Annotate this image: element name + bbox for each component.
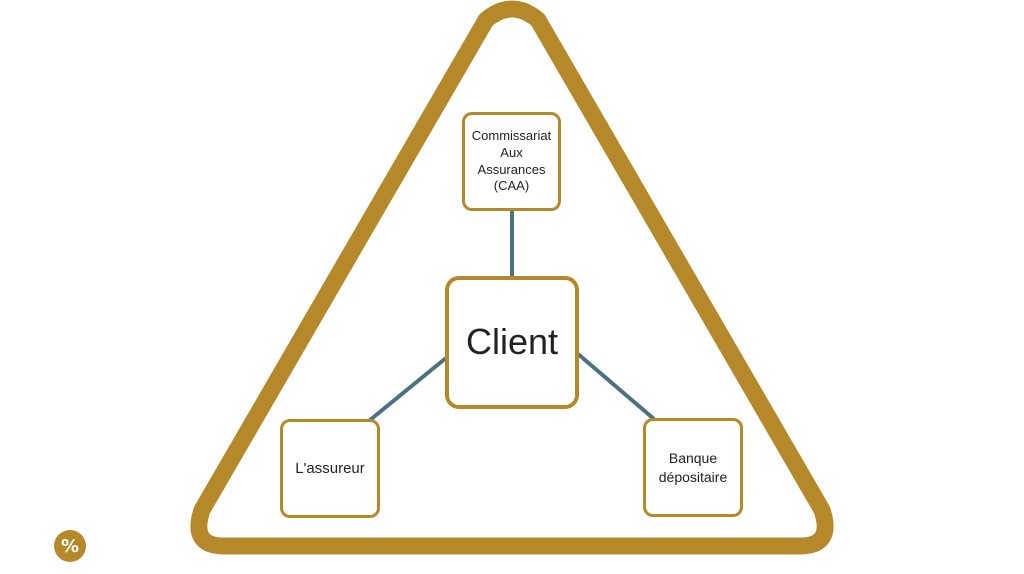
connector-client-banque — [576, 352, 656, 421]
percent-label: % — [60, 535, 80, 557]
banque-node: Banque dépositaire — [643, 418, 743, 517]
banque-label: Banque dépositaire — [658, 450, 728, 485]
assureur-node: L'assureur — [280, 419, 380, 518]
client-label: Client — [465, 321, 559, 363]
caa-node: Commissariat Aux Assurances (CAA) — [462, 112, 561, 211]
connector-client-assureur — [368, 356, 448, 422]
assureur-label: L'assureur — [295, 459, 365, 477]
caa-label: Commissariat Aux Assurances (CAA) — [471, 127, 552, 194]
triangle-frame — [190, 0, 834, 555]
client-node: Client — [445, 276, 579, 409]
percent-icon[interactable]: % — [54, 530, 86, 562]
